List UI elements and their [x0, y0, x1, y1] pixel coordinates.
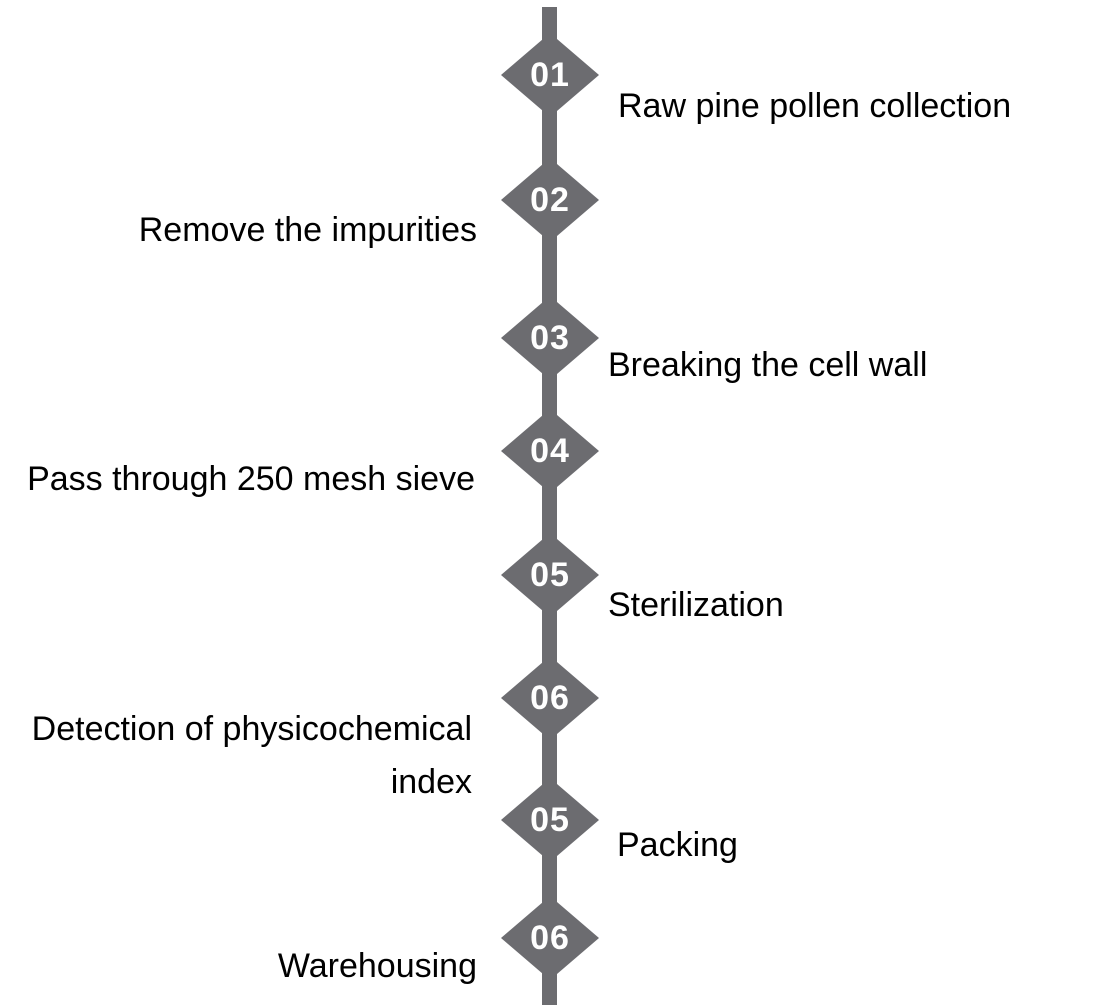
step-marker: 06 — [501, 656, 599, 740]
step-number: 06 — [530, 678, 570, 717]
step-label: Breaking the cell wall — [608, 346, 928, 384]
step-number: 04 — [530, 431, 570, 470]
step-label: Sterilization — [608, 586, 784, 624]
step-label: Pass through 250 mesh sieve — [27, 460, 475, 498]
step-number: 02 — [530, 180, 570, 219]
step-label: Detection of physicochemical index — [31, 710, 472, 801]
step-marker: 06 — [501, 896, 599, 980]
step-number: 01 — [530, 55, 570, 94]
step-marker: 05 — [501, 533, 599, 617]
step-marker: 03 — [501, 296, 599, 380]
step-number: 06 — [530, 918, 570, 957]
step-marker: 01 — [501, 33, 599, 117]
step-marker: 05 — [501, 778, 599, 862]
step-label: Warehousing — [277, 947, 477, 985]
step-number: 05 — [530, 555, 570, 594]
step-marker: 02 — [501, 158, 599, 242]
step-number: 03 — [530, 318, 570, 357]
step-label: Remove the impurities — [138, 211, 477, 249]
step-label: Packing — [617, 826, 738, 864]
step-label: Raw pine pollen collection — [618, 87, 1012, 125]
step-marker: 04 — [501, 409, 599, 493]
timeline-line — [542, 7, 557, 1005]
step-number: 05 — [530, 800, 570, 839]
